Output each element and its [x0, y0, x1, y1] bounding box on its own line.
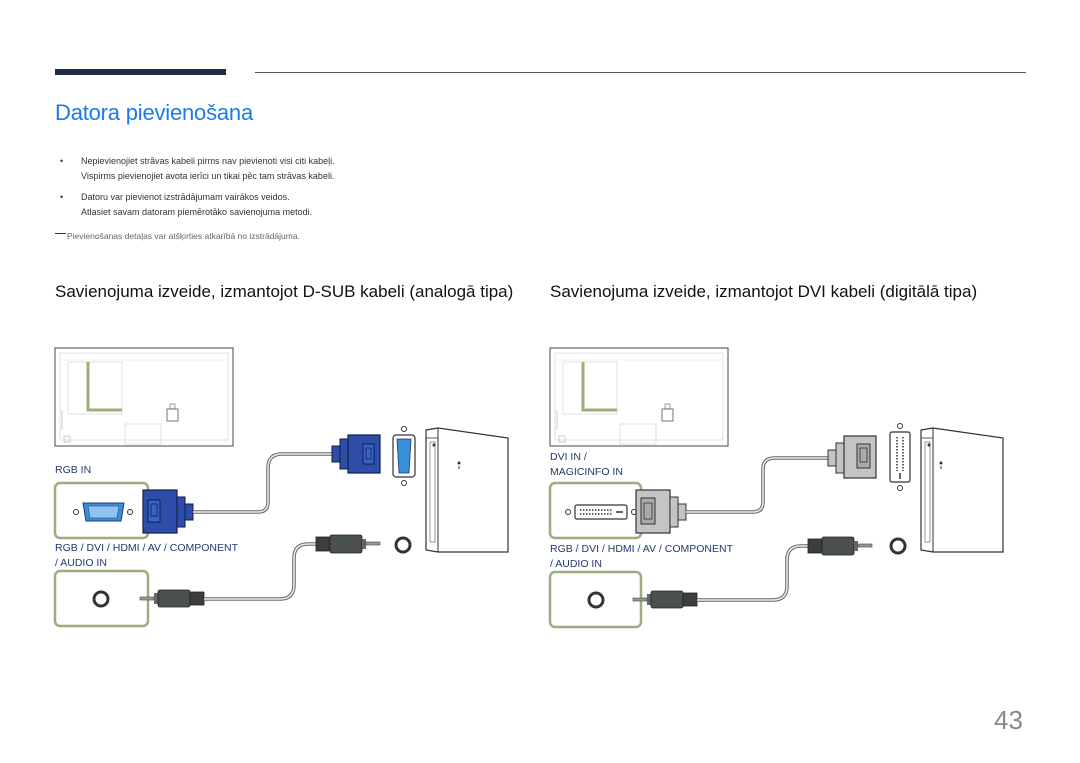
section-title-dsub: Savienojuma izveide, izmantojot D-SUB ka… — [55, 282, 514, 301]
bullet-list: Nepievienojiet strāvas kabeli pirms nav … — [60, 154, 335, 226]
dsub-connection-diagram: RGB IN RGB — [53, 347, 509, 628]
pc-vga-port — [392, 426, 416, 486]
dvi-cable-plug-pc — [827, 435, 877, 479]
bullet-item: Nepievienojiet strāvas kabeli pirms nav … — [60, 154, 335, 184]
port-label-dvi-in: DVI IN / — [550, 451, 587, 463]
monitor-back-panel — [54, 347, 234, 447]
pc-tower — [425, 427, 509, 553]
port-label-audio-line2: / AUDIO IN — [550, 558, 602, 570]
pc-tower — [920, 427, 1004, 553]
bullet-text-line: Vispirms pievienojiet avota ierīci un ti… — [81, 171, 335, 181]
audio-plug-pc — [315, 534, 381, 554]
dvi-cable-plug-monitor — [635, 489, 687, 534]
pc-audio-port — [889, 537, 907, 555]
audio-plug-monitor — [139, 589, 205, 608]
port-label-magicinfo-in: MAGICINFO IN — [550, 466, 623, 478]
audio-plug-pc — [807, 536, 873, 556]
page-number: 43 — [994, 705, 1023, 735]
section-title-dvi: Savienojuma izveide, izmantojot DVI kabe… — [550, 282, 978, 301]
port-label-rgb-in: RGB IN — [55, 464, 91, 476]
bullet-text-line: Atlasiet savam datoram piemērotāko savie… — [81, 207, 313, 217]
audio-in-port — [53, 569, 150, 628]
audio-in-port — [548, 570, 643, 629]
port-label-audio-line1: RGB / DVI / HDMI / AV / COMPONENT — [550, 543, 734, 555]
vga-cable-plug-pc — [331, 434, 381, 474]
pc-audio-port — [394, 536, 412, 554]
note-text: Pievienošanas detaļas var atšķirties atk… — [67, 231, 300, 241]
bullet-text-line: Datoru var pievienot izstrādājumam vairā… — [81, 192, 290, 202]
note-dash-icon — [55, 233, 66, 235]
header-rule — [255, 72, 1026, 73]
page-title: Datora pievienošana — [55, 100, 254, 125]
header-accent-bar — [55, 69, 226, 75]
note: Pievienošanas detaļas var atšķirties atk… — [55, 231, 300, 241]
vga-cable-plug-monitor — [142, 489, 194, 534]
monitor-back-panel — [549, 347, 729, 447]
dvi-in-port — [548, 481, 643, 540]
dvi-connection-diagram: DVI IN / MAGICINFO IN — [548, 347, 1004, 629]
bullet-text-line: Nepievienojiet strāvas kabeli pirms nav … — [81, 156, 335, 166]
rgb-in-port — [53, 481, 150, 540]
port-label-audio-line2: / AUDIO IN — [55, 557, 107, 569]
pc-dvi-port — [889, 423, 911, 491]
audio-plug-monitor — [632, 590, 698, 609]
bullet-item: Datoru var pievienot izstrādājumam vairā… — [60, 190, 335, 220]
port-label-audio-line1: RGB / DVI / HDMI / AV / COMPONENT — [55, 542, 239, 554]
